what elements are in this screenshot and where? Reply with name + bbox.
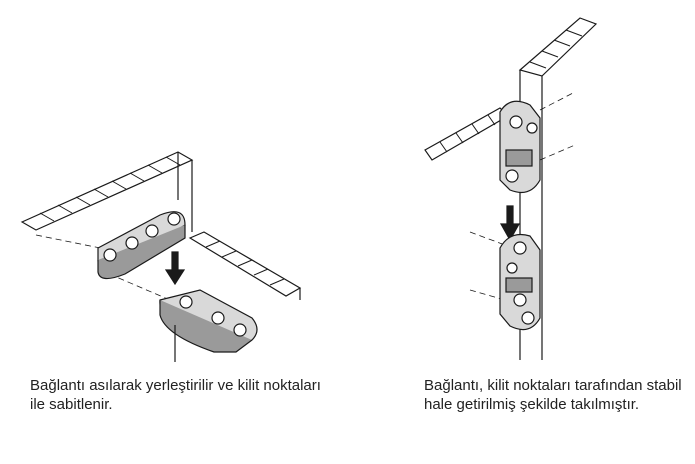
upper-connector-part	[499, 100, 541, 193]
arrow-down-icon	[499, 205, 521, 242]
caption-right: Bağlantı, kilit noktaları tarafından sta…	[424, 377, 682, 413]
arrow-down-icon	[164, 251, 186, 286]
caption-left: Bağlantı asılarak yerleştirilir ve kilit…	[30, 377, 321, 413]
guide-lines	[469, 91, 576, 301]
second-ladder-strip	[188, 231, 302, 297]
ladder-rungs	[205, 240, 285, 286]
ladder-rungs	[439, 114, 496, 153]
vertical-panel-top	[518, 17, 598, 77]
shelf-ladder-strip	[424, 107, 509, 161]
ladder-rungs	[529, 29, 583, 69]
right-illustration	[424, 17, 598, 360]
left-illustration	[20, 151, 302, 362]
lower-connector-part	[159, 289, 258, 353]
upper-connector-part	[97, 211, 186, 280]
lower-connector-part	[499, 233, 541, 331]
